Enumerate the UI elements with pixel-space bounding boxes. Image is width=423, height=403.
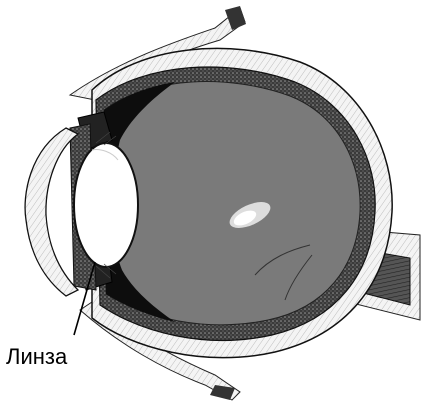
lens bbox=[74, 143, 138, 267]
cornea bbox=[25, 128, 78, 296]
lens-label: Линза bbox=[6, 346, 67, 368]
vitreous-body bbox=[104, 82, 360, 325]
